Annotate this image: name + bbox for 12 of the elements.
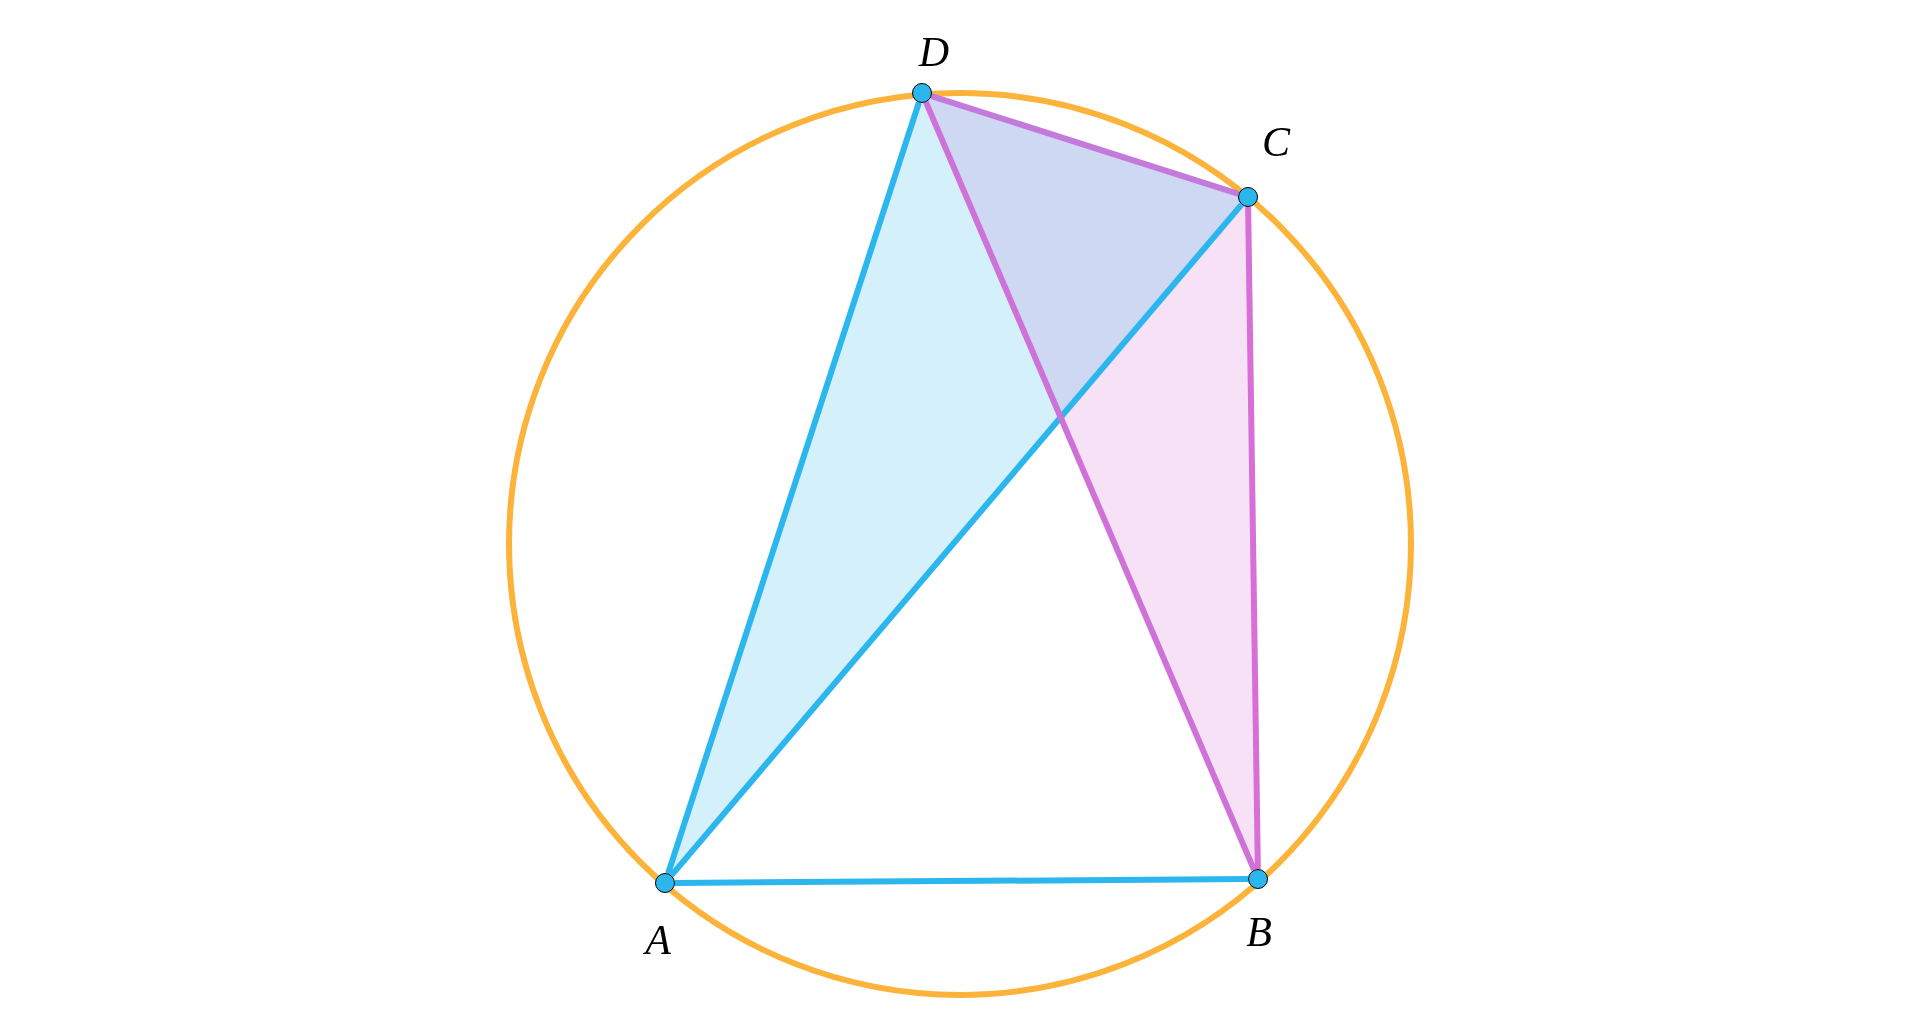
point-marker (1248, 869, 1268, 889)
line-segment (1245, 206, 1261, 870)
line-segment (923, 101, 1257, 871)
point-label: C (1262, 121, 1290, 163)
line-segment (930, 93, 1240, 197)
line-segment (665, 101, 922, 875)
line-segment (669, 202, 1244, 878)
point-label: B (1246, 911, 1272, 953)
line-segment (675, 876, 1248, 886)
point-marker (912, 83, 932, 103)
point-label: D (918, 31, 950, 73)
point-label: A (645, 919, 671, 961)
